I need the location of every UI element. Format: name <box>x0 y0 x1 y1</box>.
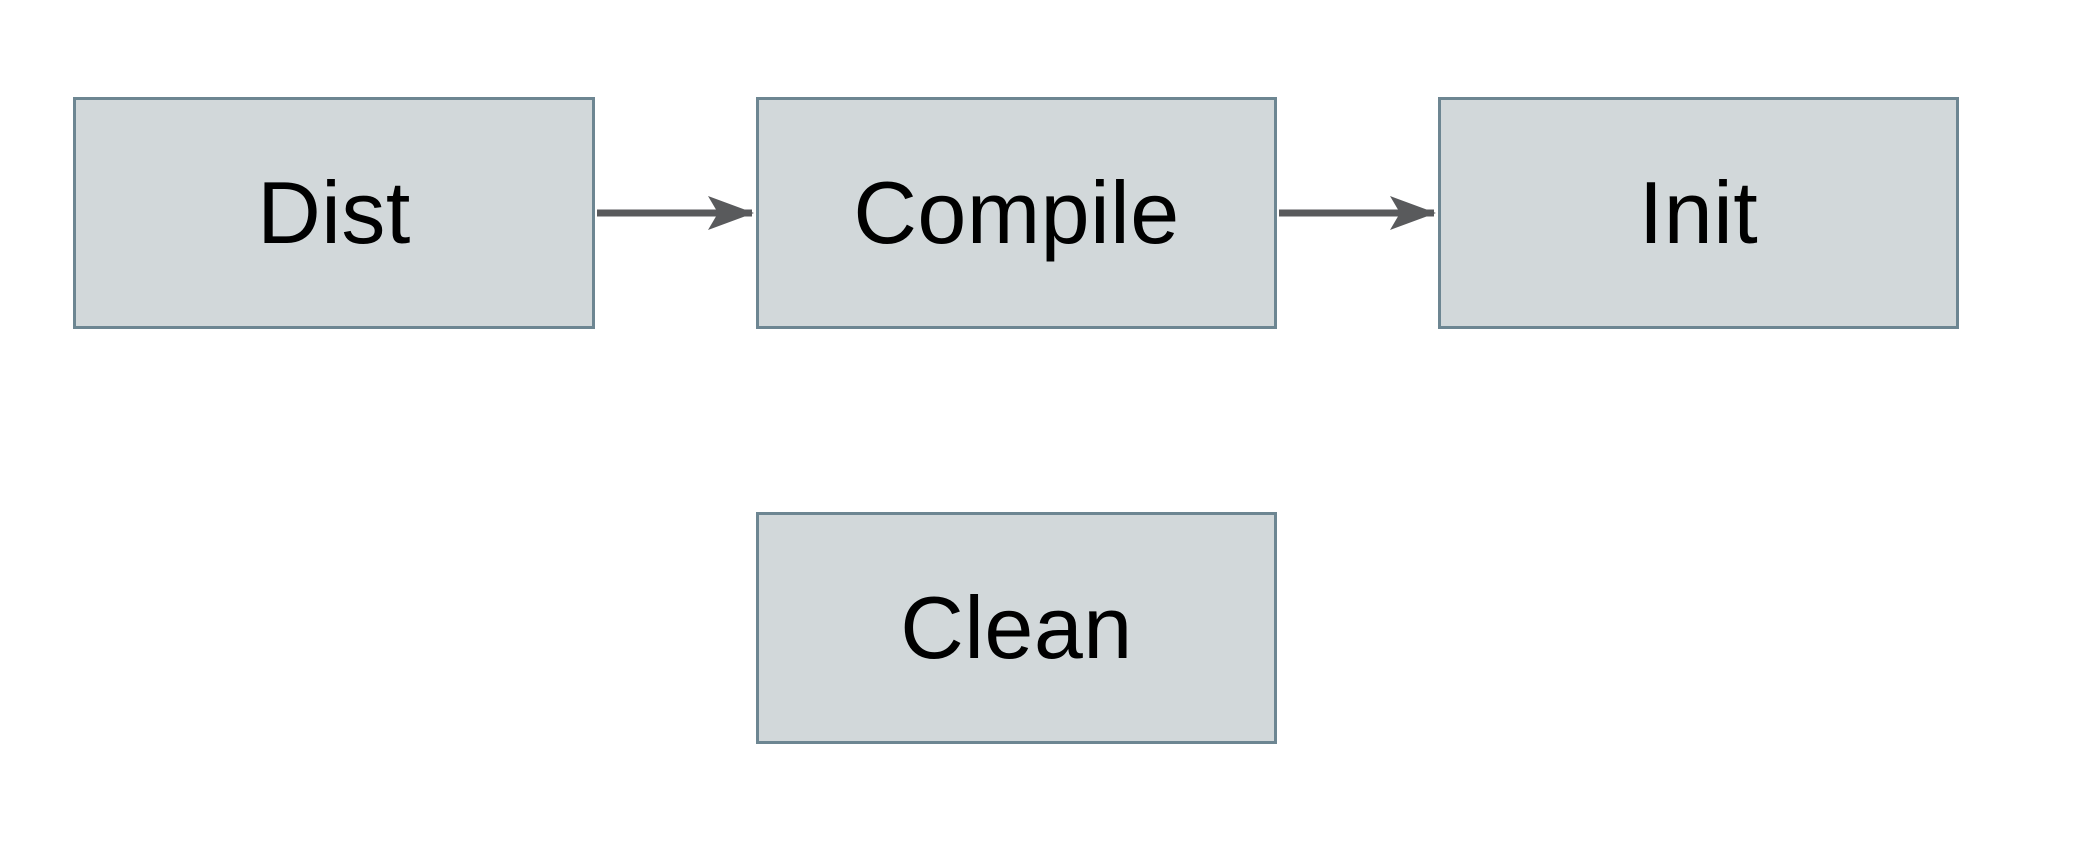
node-compile-label: Compile <box>853 163 1180 262</box>
node-clean: Clean <box>756 512 1277 744</box>
node-dist-label: Dist <box>257 163 411 262</box>
node-clean-label: Clean <box>900 578 1133 677</box>
node-init: Init <box>1438 97 1959 329</box>
node-init-label: Init <box>1638 163 1759 262</box>
node-dist: Dist <box>73 97 595 329</box>
node-compile: Compile <box>756 97 1277 329</box>
